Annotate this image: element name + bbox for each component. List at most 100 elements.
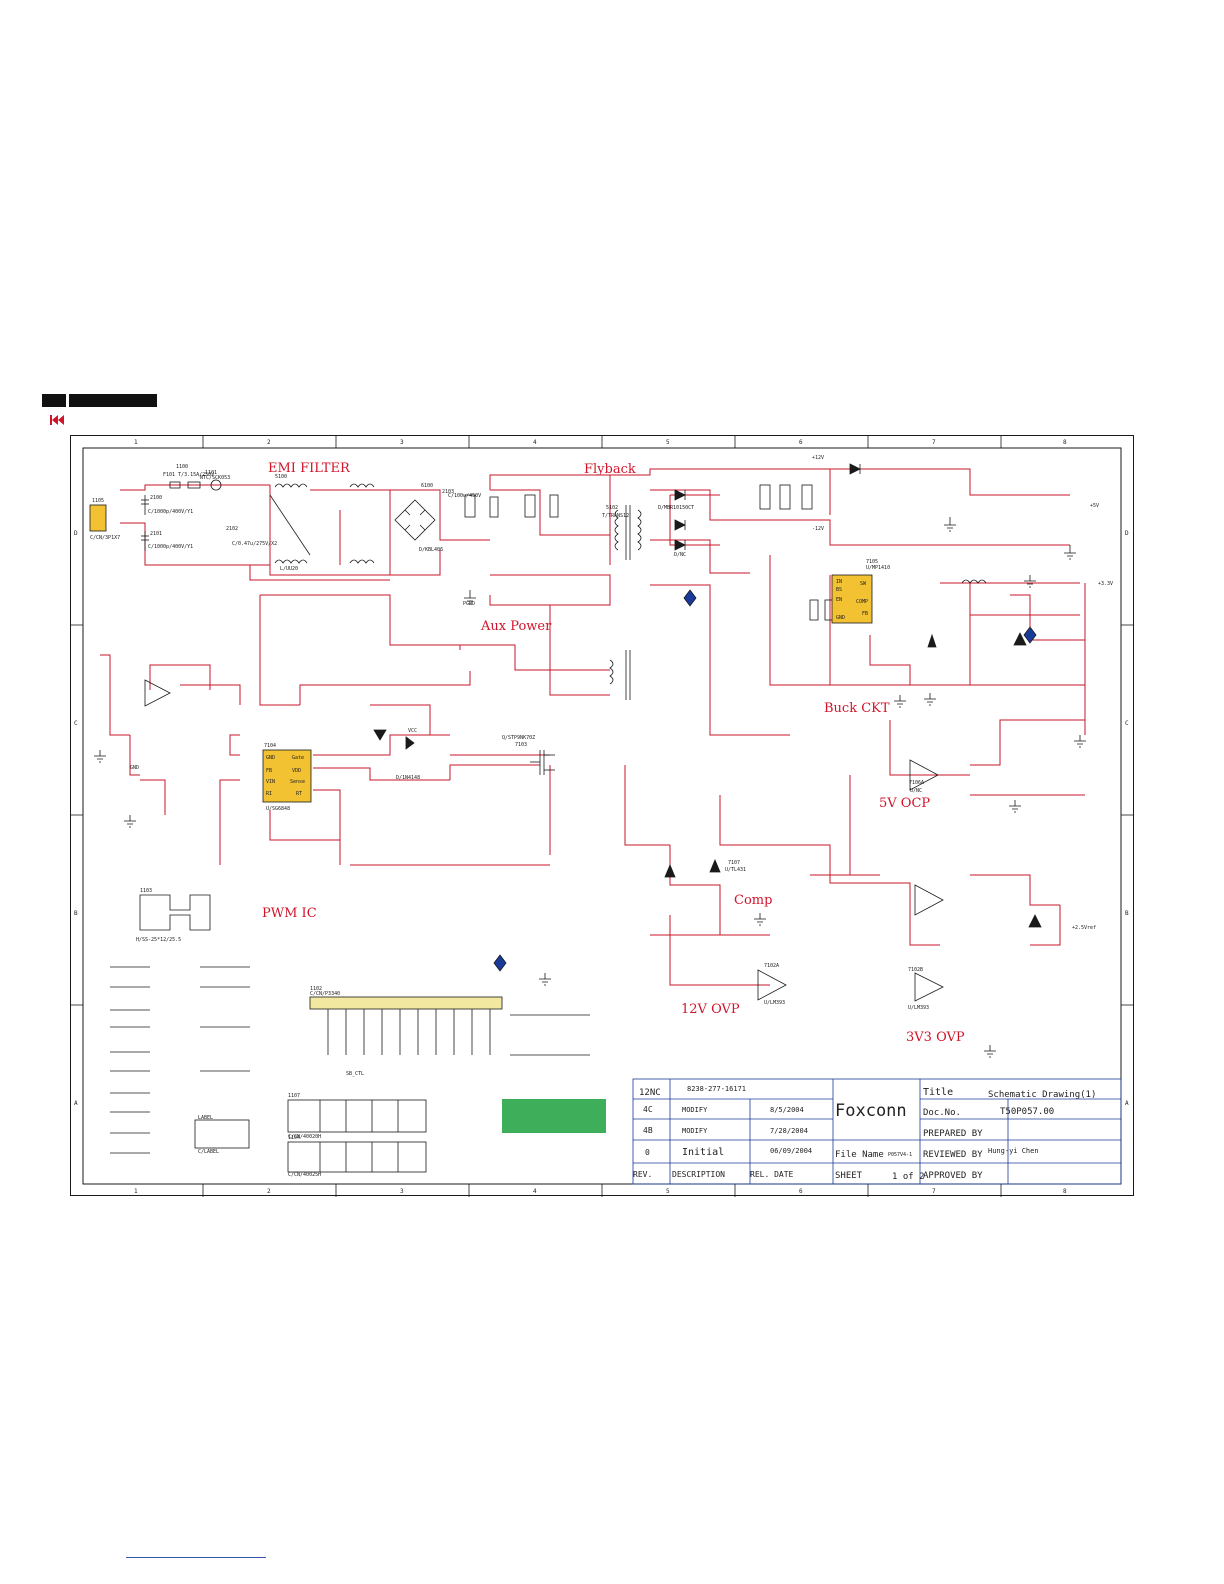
schematic-label: C/CN/40020H: [288, 1134, 321, 1140]
schematic-label: C/1000p/400V/Y1: [148, 544, 193, 550]
schematic-label: FB: [862, 611, 868, 617]
tb-approved: APPROVED BY: [923, 1171, 983, 1181]
col-label: 1: [134, 439, 138, 446]
approval-stamp-box: [502, 1099, 606, 1133]
schematic-label: FB: [266, 768, 272, 774]
schematic-label: 7102A: [764, 963, 779, 969]
col-label: 8: [1063, 439, 1067, 446]
schematic-label: 1102: [310, 986, 322, 992]
header-block-large: [69, 394, 157, 407]
schematic-label: NTC/SCK053: [200, 475, 230, 481]
schematic-label: GND: [130, 765, 139, 771]
col-label: 7: [932, 439, 936, 446]
col-label: 4: [533, 439, 537, 446]
schematic-label: C/100u/450V: [448, 493, 481, 499]
schematic-label: IN: [836, 579, 842, 585]
schematic-label: C/CN/40025H: [288, 1172, 321, 1178]
tb-docno-label: Doc.No.: [923, 1108, 961, 1118]
component-outlines: [89, 463, 1086, 1173]
schematic-label: C/0.47u/275V/X2: [232, 541, 277, 547]
zone-labels: 1 2 3 4 5 6 7 8 1 2 3 4 5 6 7 8 D C B A …: [74, 439, 1129, 1195]
tb-doc-num: 8238-277-16171: [687, 1085, 746, 1093]
row-label: D: [1125, 530, 1129, 537]
row-label: D: [74, 530, 78, 537]
schematic-label: 7103: [515, 742, 527, 748]
schematic-label: L/UU20: [280, 566, 298, 572]
sheet-outer-frame: [70, 435, 1134, 1196]
tb-title-value: Schematic Drawing(1): [988, 1090, 1096, 1100]
schematic-label: 2103: [442, 489, 454, 495]
tb-rev-row3: 0: [645, 1148, 650, 1157]
section-3v3-ovp: 3V3 OVP: [906, 1030, 965, 1045]
schematic-label: Sense: [290, 779, 305, 785]
tb-prepared-by: Hung-yi Chen: [988, 1147, 1039, 1155]
schematic-label: D/KBL406: [419, 547, 443, 553]
col-label: 8: [1063, 1188, 1067, 1195]
schematic-label: 1100: [176, 464, 188, 470]
schematic-label: 1101: [205, 470, 217, 476]
tb-desc-row1: MODIFY: [682, 1106, 708, 1114]
schematic-sheet: 1 2 3 4 5 6 7 8 1 2 3 4 5 6 7 8 D C B A …: [70, 435, 1134, 1197]
tb-12nc: 12NC: [639, 1088, 661, 1098]
schematic-label: RI: [266, 791, 272, 797]
tb-date-row3: 06/09/2004: [770, 1147, 812, 1155]
schematic-label: EN: [836, 597, 842, 603]
tb-company: Foxconn: [835, 1101, 907, 1121]
schematic-label: U/LM393: [764, 1000, 785, 1006]
tb-col-rev: REV.: [633, 1170, 652, 1179]
title-block-text: 12NC 8238-277-16171 4C MODIFY 8/5/2004 4…: [633, 1085, 1096, 1182]
tb-date-row1: 8/5/2004: [770, 1106, 804, 1114]
schematic-label: 1107: [288, 1093, 300, 1099]
tb-rev-row1: 4C: [643, 1105, 653, 1114]
tb-col-date: REL. DATE: [750, 1170, 794, 1179]
schematic-label: 7104: [264, 743, 276, 749]
tb-col-desc: DESCRIPTION: [672, 1170, 725, 1179]
col-label: 4: [533, 1188, 537, 1195]
tb-desc-row3: Initial: [682, 1147, 724, 1158]
schematic-label: Gate: [292, 755, 304, 761]
schematic-label: 5100: [275, 474, 287, 480]
schematic-label: +2.5Vref: [1072, 925, 1096, 931]
schematic-label: D/NC: [674, 552, 686, 558]
tb-file-value: P057V4-1: [888, 1152, 912, 1158]
header-block-small: [42, 394, 66, 407]
tb-reviewed: REVIEWED BY: [923, 1150, 983, 1160]
schematic-label: H/SS-25*12/25.5: [136, 937, 181, 943]
schematic-label: VIN: [266, 779, 275, 785]
schematic-label: 6100: [421, 483, 433, 489]
schematic-label: COMP: [856, 599, 868, 605]
schematic-label: GND: [836, 615, 845, 621]
schematic-label: 5102: [606, 505, 618, 511]
section-5v-ocp: 5V OCP: [879, 796, 930, 811]
col-label: 3: [400, 1188, 404, 1195]
title-block: [632, 1078, 1122, 1185]
tb-rev-row2: 4B: [643, 1126, 653, 1135]
schematic-label: T/TRANS12: [602, 513, 629, 519]
skip-back-icon[interactable]: [50, 414, 64, 426]
schematic-label: 2102: [226, 526, 238, 532]
schematic-label: VCC: [408, 728, 417, 734]
schematic-label: SB_CTL: [346, 1071, 364, 1077]
row-label: B: [74, 910, 78, 917]
signal-wires: [100, 468, 1086, 986]
tb-sheet-value: 1 of 2: [892, 1172, 925, 1182]
schematic-label: F101 T/3.15A/250V: [163, 472, 214, 478]
row-label: C: [74, 720, 78, 727]
row-label: A: [74, 1100, 78, 1107]
column-zone-markers: [70, 435, 1134, 1197]
schematic-label: Q/STP9NK70Z: [502, 735, 535, 741]
schematic-label: PGND: [463, 601, 475, 607]
schematic-label: C/CN/3P1X7: [90, 535, 120, 541]
schematic-label: 7107: [728, 860, 740, 866]
row-label: A: [1125, 1100, 1129, 1107]
schematic-label: U/SG6848: [266, 806, 290, 812]
row-label: B: [1125, 910, 1129, 917]
schematic-label: LABEL: [198, 1115, 213, 1121]
schematic-label: GND: [266, 755, 275, 761]
tb-sheet-label: SHEET: [835, 1171, 863, 1181]
schematic-label: U/MP1410: [866, 565, 890, 571]
schematic-label: +3.3V: [1098, 581, 1113, 587]
footer-link-underline[interactable]: [126, 1557, 266, 1558]
schematic-label: 1105: [92, 498, 104, 504]
schematic-label: 7102B: [908, 967, 923, 973]
